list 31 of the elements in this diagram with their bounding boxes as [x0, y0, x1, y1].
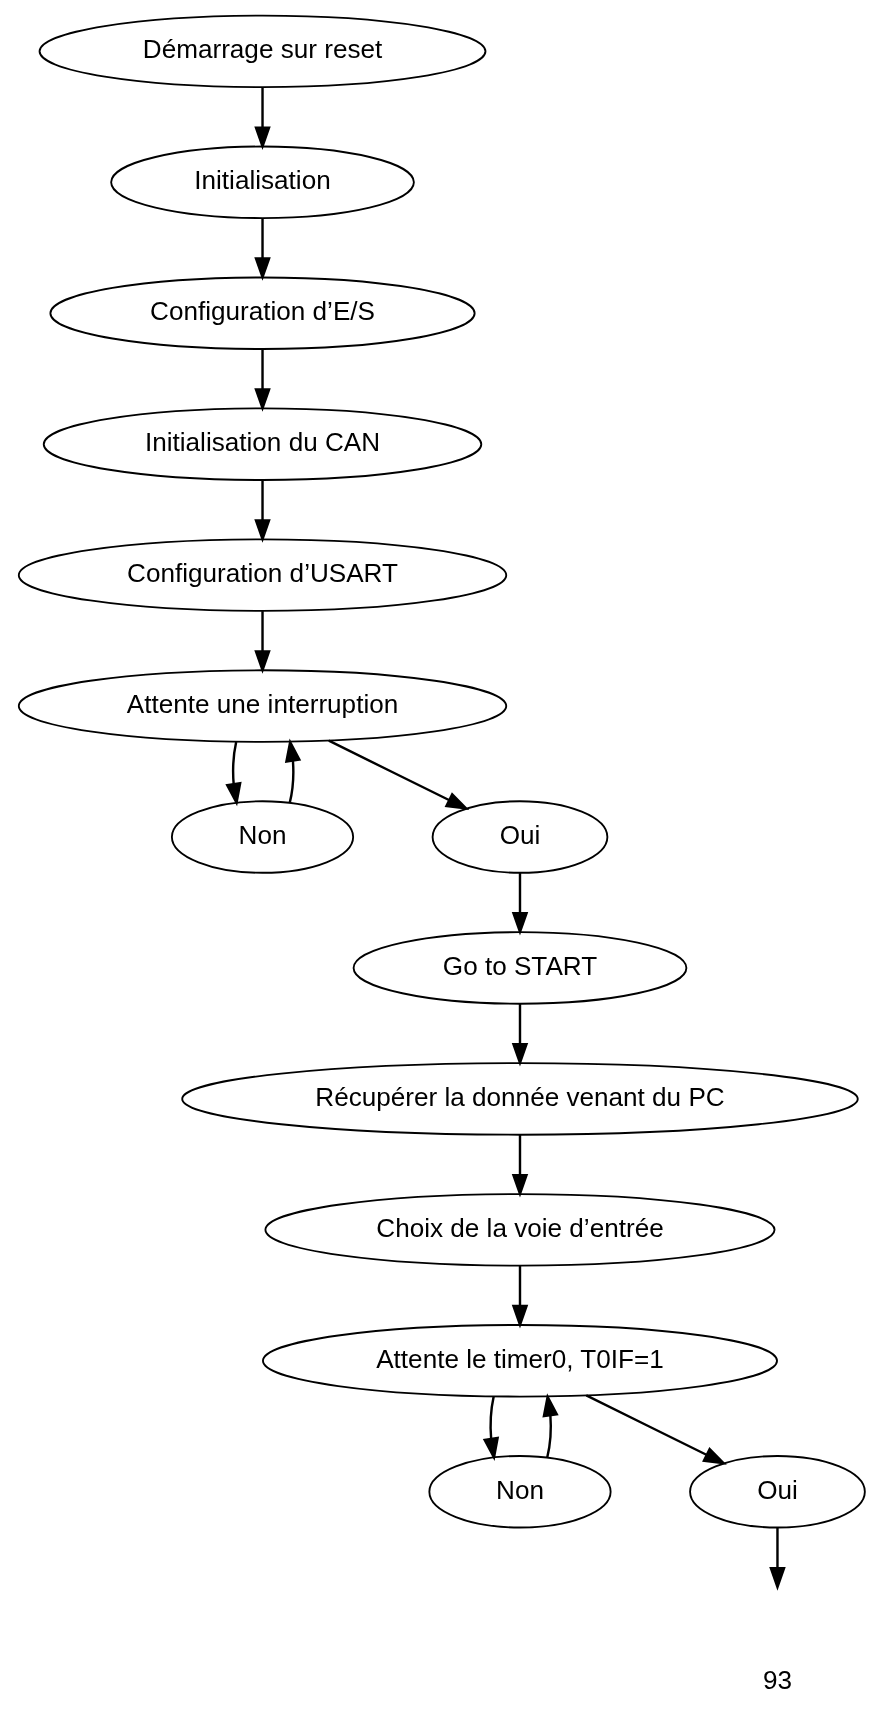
arrow — [542, 1393, 559, 1458]
arrow — [585, 1394, 727, 1465]
node-ellipse: Démarrage sur reset — [38, 14, 487, 89]
node-ellipse: Initialisation du CAN — [42, 407, 483, 481]
arrow — [482, 1396, 500, 1462]
node-ellipse: Go to START — [352, 931, 688, 1005]
node-ellipse: Non — [170, 800, 355, 874]
node-ellipse: Non — [428, 1455, 612, 1529]
node-ellipse: Oui — [431, 800, 609, 874]
arrow — [511, 1003, 529, 1067]
node-ellipse: Initialisation — [110, 145, 415, 219]
arrow — [328, 739, 470, 811]
node-ellipse: Configuration d’E/S — [49, 276, 476, 350]
arrow — [511, 872, 529, 936]
arrow — [225, 741, 242, 807]
arrow — [511, 1134, 529, 1198]
label: 93 — [762, 1664, 792, 1695]
node-ellipse: Attente le timer0, T0IF=1 — [262, 1324, 778, 1398]
node-ellipse: Récupérer la donnée venant du PC — [181, 1062, 859, 1136]
arrow — [254, 349, 271, 412]
arrow — [254, 480, 271, 543]
node-ellipse: Configuration d’USART — [17, 538, 508, 612]
arrow — [284, 738, 302, 803]
node-ellipse: Oui — [689, 1455, 866, 1529]
arrow — [254, 611, 271, 674]
node-ellipse: Attente une interruption — [17, 669, 508, 743]
node-ellipse: Choix de la voie d’entrée — [264, 1193, 776, 1267]
arrow — [511, 1265, 529, 1329]
arrow — [254, 218, 271, 281]
arrow — [769, 1527, 786, 1591]
arrow — [254, 87, 271, 150]
